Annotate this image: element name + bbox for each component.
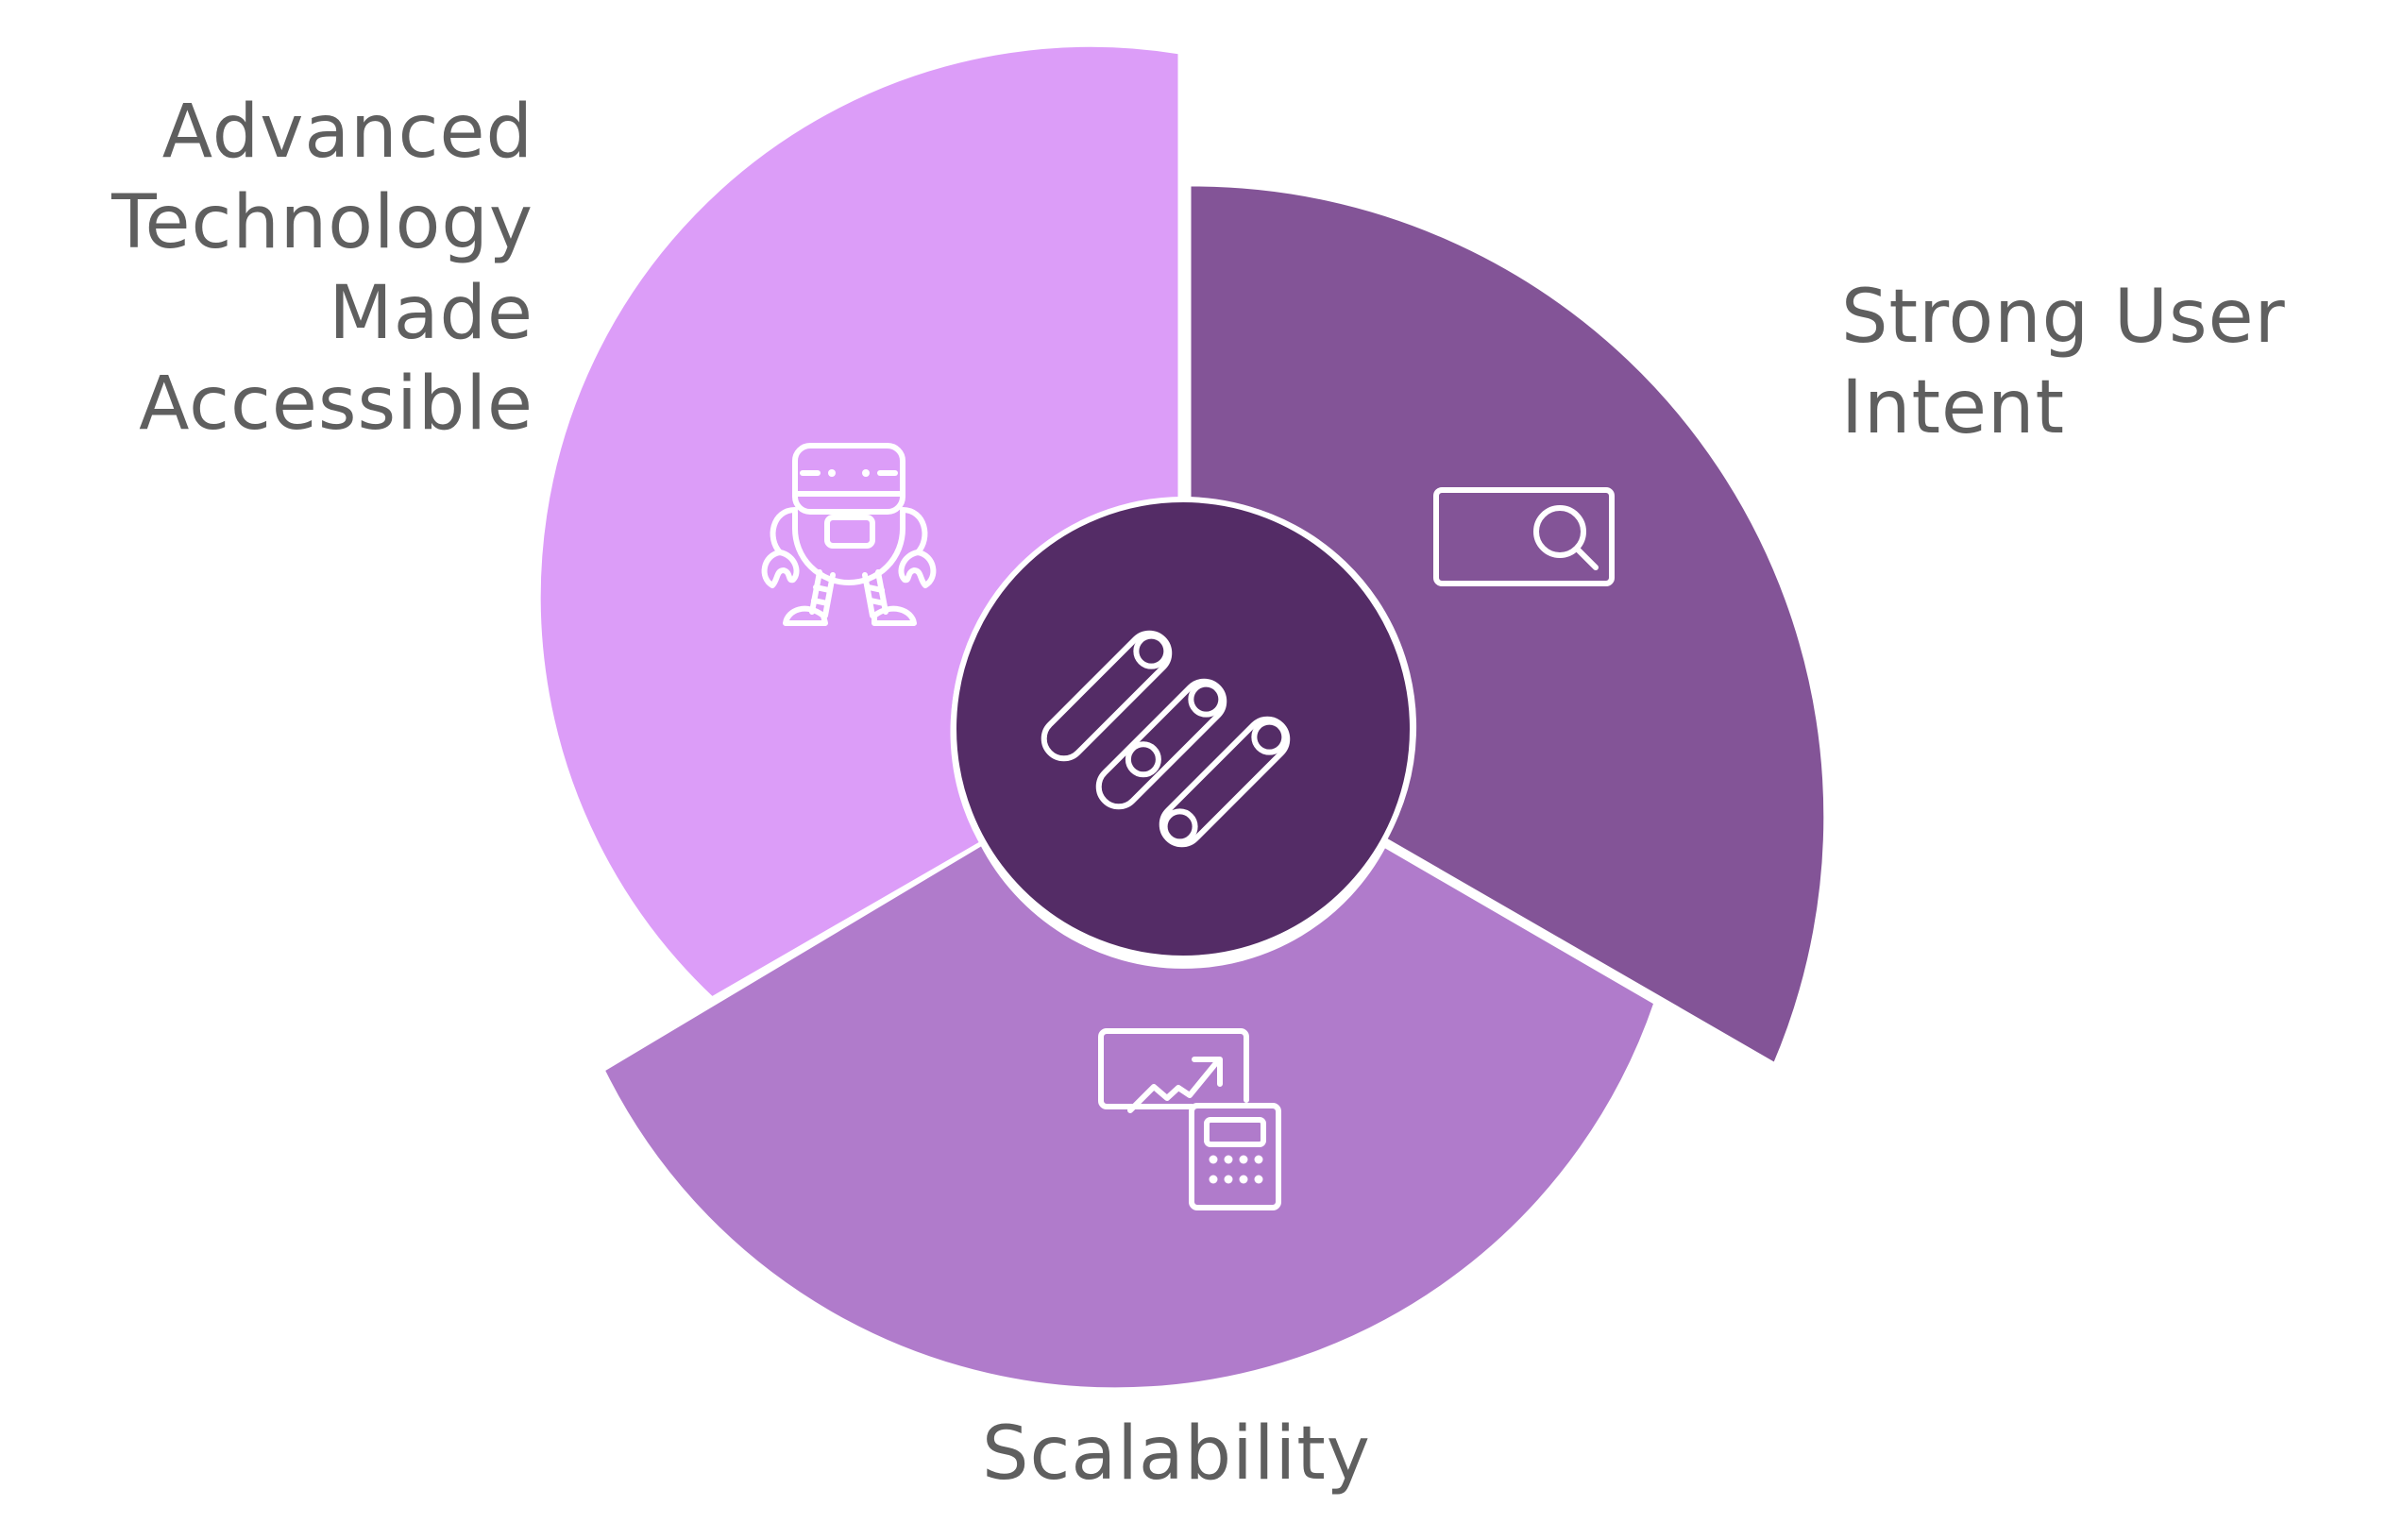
label-line: Technology — [111, 180, 533, 265]
label-advanced-technology: Advanced Technology Made Accessible — [111, 87, 533, 449]
label-line: Strong User — [1841, 275, 2286, 360]
bandage-strips-icon — [1041, 630, 1291, 848]
label-line: Made — [329, 271, 533, 356]
search-bar-icon — [1433, 487, 1615, 586]
center-circle — [951, 497, 1415, 961]
growth-chart-calculator-icon — [1098, 1028, 1281, 1210]
label-line: Accessible — [139, 362, 533, 447]
robot-icon — [761, 443, 937, 626]
label-line: Scalability — [982, 1412, 1371, 1497]
label-strong-user-intent: Strong User Intent — [1841, 272, 2286, 453]
segment-scalability — [599, 839, 1660, 1393]
label-scalability: Scalability — [982, 1409, 1371, 1499]
label-line: Advanced — [161, 90, 533, 175]
label-line: Intent — [1841, 365, 2066, 450]
